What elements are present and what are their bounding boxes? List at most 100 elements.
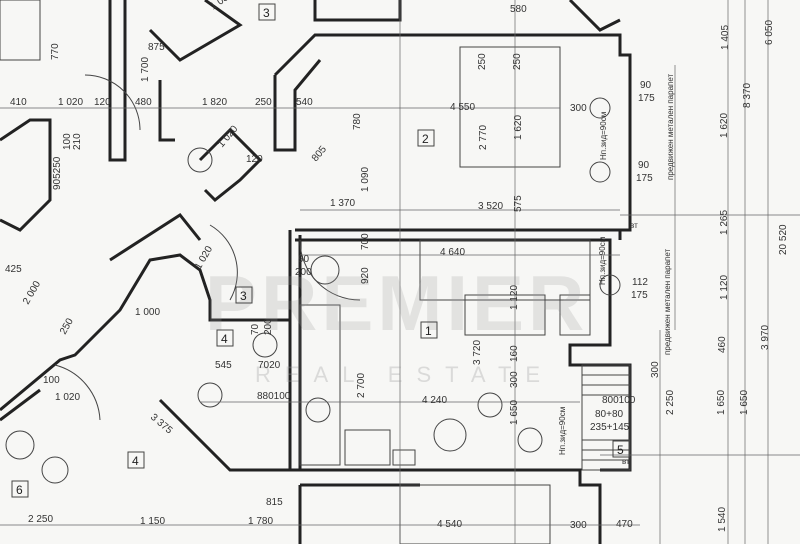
room-number: 5 [617,443,624,457]
dimension-label: 480 [135,97,152,108]
dimension-label: 1 020 [55,392,80,403]
dimension-label: 1 405 [720,25,731,50]
dimension-label: 700 [360,233,371,250]
dimension-label: 1 650 [716,390,727,415]
dimension-label: 1 090 [360,167,371,192]
dimension-label: 112 [632,277,648,288]
room-labels: 3 2 3 4 1 4 5 6 [11,3,630,498]
dimension-label: 250 [58,316,76,336]
dimension-label: 1 620 [719,113,730,138]
dimension-label: 300 [570,103,587,114]
dimension-label: 1 020 [58,97,83,108]
dimension-label: 300 [509,371,520,388]
parapet-note: Нп.зид=90см [558,407,567,455]
dimension-label: 250 [512,53,523,70]
dimension-label: 300 [570,520,587,531]
dimension-label: 175 [636,173,653,184]
dimension-label: 1 820 [202,97,227,108]
dimension-label: 80+80 [595,409,624,420]
dimension-label: 90 [298,254,310,265]
dimension-label: 175 [631,290,648,301]
dimension-label: 6 050 [764,20,775,45]
dimension-label: 100 [43,375,60,386]
dimension-label: 580 [510,4,527,15]
dimension-label: 905250 [52,156,63,190]
notes: предвижен метален парапет предвижен мета… [558,73,675,466]
dimension-label: 4 640 [440,247,465,258]
dimension-label: 3 970 [760,325,771,350]
dimension-label: 805 [310,144,329,164]
room-number: 1 [425,324,432,338]
dimension-label: 175 [638,93,655,104]
dimension-label: 3 375 [148,412,175,437]
dimension-label: 410 [10,97,27,108]
room-number: 6 [16,483,23,497]
dimension-label: 200 [295,267,312,278]
dimension-label: 780 [352,113,363,130]
dimension-label: 800100 [602,395,636,406]
dimension-label: 1 120 [719,275,730,300]
room-number: 4 [221,332,228,346]
dimension-label: 235+145 [590,422,630,433]
dimension-label: 4 540 [437,519,462,530]
dimension-label: 8 370 [742,83,753,108]
dimension-label: 1 370 [330,198,355,209]
dimension-label: 1 265 [719,210,730,235]
dimension-label: 540 [296,97,313,108]
dimension-label: 3 720 [472,340,483,365]
dimension-label: 160 [509,345,520,362]
dimension-label: 120 [94,97,111,108]
dimension-label: 1 650 [739,390,750,415]
dimension-label: 250 [255,97,272,108]
vt-note: вт [630,221,638,230]
dimension-label: 200 [263,318,274,335]
dimension-label: 1 650 [509,400,520,425]
dimension-label: 1 780 [248,516,273,527]
railing-note: предвижен метален парапет [666,73,675,180]
room-number: 2 [422,132,429,146]
parapet-note: Нп.зид=90см [598,237,607,285]
walls [0,0,632,544]
dimension-label: 1 000 [135,307,160,318]
dimension-label: 920 [360,267,371,284]
dimension-label: 1 700 [140,57,151,82]
dimension-label: 875 [148,42,165,53]
dimension-label: 3 520 [478,201,503,212]
dimension-label: 4 550 [450,102,475,113]
dimension-label: 20 520 [778,224,789,255]
dimension-label: 545 [215,360,232,371]
vt-note: вт [622,457,630,466]
dimension-label: 120 [246,154,263,165]
dimension-label: 7020 [258,360,281,371]
dimension-label: 1 120 [509,285,520,310]
watermark-brand: PREMIER [205,259,588,347]
parapet-note: Нп.зид=90см [599,112,608,160]
dimension-label: 1 620 [513,115,524,140]
watermark-tagline: REAL ESTATE [255,362,554,387]
dimension-label: 2 250 [28,514,53,525]
railing-note: предвижен метален парапет [663,248,672,355]
dimension-label: 100 [62,133,73,150]
dimension-label: 90 [640,80,652,91]
room-number: 3 [240,289,247,303]
dimension-label: 880100 [257,391,291,402]
dimension-label: 460 [717,336,728,353]
dimension-label: 4 240 [422,395,447,406]
room-number: 3 [263,6,270,20]
dimension-label: 575 [513,195,524,212]
dimension-label: 250 [477,53,488,70]
dimension-label: 1 150 [140,516,165,527]
dimension-label: 210 [72,133,83,150]
dimension-label: 470 [616,519,633,530]
dimension-label: 770 [50,43,61,60]
dimension-label: 70 [250,323,261,335]
dimension-label: 2 700 [356,373,367,398]
room-number: 4 [132,454,139,468]
dimension-label: 1 540 [717,507,728,532]
dimension-label: 2 770 [478,125,489,150]
dimension-label: 815 [266,497,283,508]
balcony-hatch [582,374,630,461]
dimension-label: 90 [638,160,650,171]
